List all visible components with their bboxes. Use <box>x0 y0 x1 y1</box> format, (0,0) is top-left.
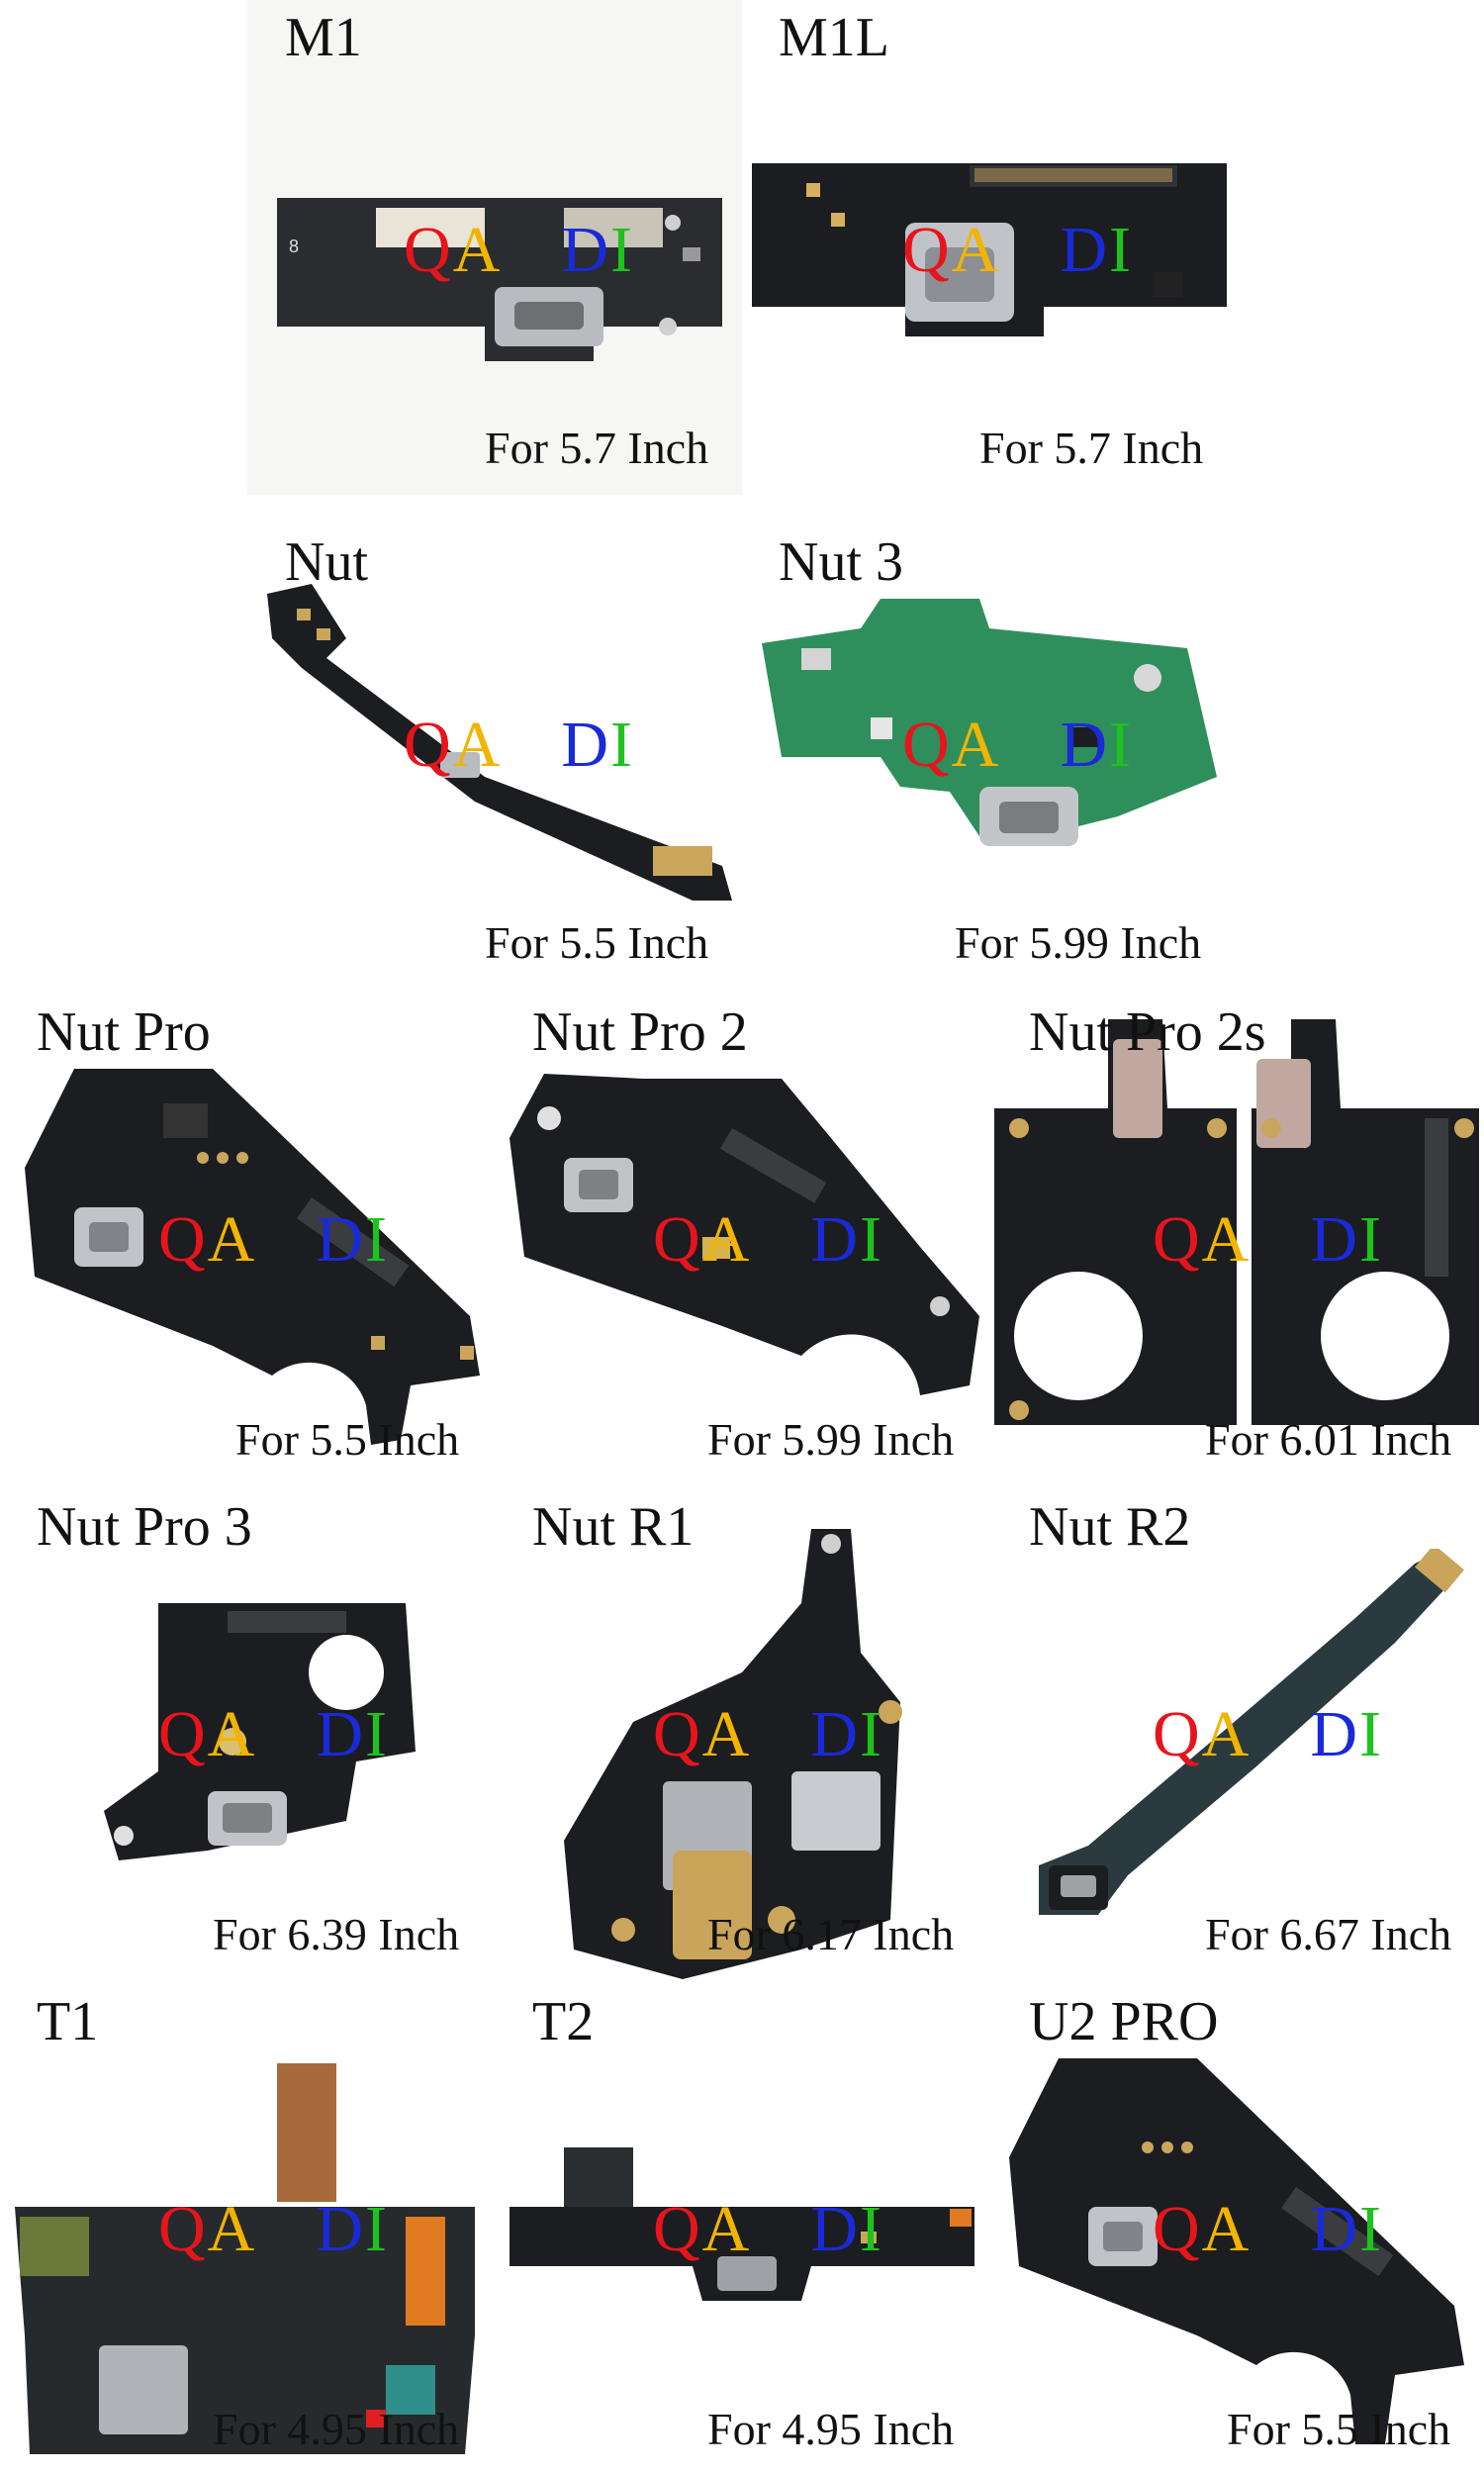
size-label-nut-pro-2: For 5.99 Inch <box>707 1414 955 1465</box>
model-label-nut-pro-2: Nut Pro 2 <box>532 1001 748 1063</box>
model-label-nut: Nut <box>285 531 368 593</box>
wm-q: Q <box>404 214 453 286</box>
t2-flex-board-image <box>510 2147 974 2301</box>
model-label-m1l: M1L <box>779 7 889 68</box>
model-label-nut-pro: Nut Pro <box>37 1001 211 1063</box>
size-label-m1l: For 5.7 Inch <box>979 423 1204 473</box>
m1-charging-board-image: 8 <box>277 198 722 361</box>
size-label-nut-pro-2s: For 6.01 Inch <box>1205 1414 1452 1465</box>
nut-pro-charging-board-image <box>25 1069 480 1445</box>
u2-pro-charging-board-image <box>1009 2058 1464 2444</box>
size-label-m1: For 5.7 Inch <box>485 423 709 473</box>
wm-a: A <box>452 214 503 286</box>
size-label-nut-pro-3: For 6.39 Inch <box>213 1909 460 1959</box>
nut-flex-board-image <box>267 584 732 901</box>
t1-flex-board-image <box>15 2063 475 2454</box>
model-label-u2-pro: U2 PRO <box>1029 1991 1219 2052</box>
nut-r2-flex-cable-image <box>1039 1549 1464 1915</box>
nut-pro-3-charging-board-image <box>104 1603 416 1860</box>
model-label-nut-pro-3: Nut Pro 3 <box>37 1496 252 1558</box>
model-label-nut-pro-2s: Nut Pro 2s <box>1029 1001 1266 1063</box>
wm-d: D <box>561 214 611 286</box>
size-label-nut-r1: For 6.17 Inch <box>707 1909 955 1959</box>
size-label-nut: For 5.5 Inch <box>485 917 709 968</box>
model-label-nut-r2: Nut R2 <box>1029 1496 1191 1558</box>
model-label-m1: M1 <box>285 7 362 68</box>
wm-i: I <box>610 214 634 286</box>
size-label-nut-r2: For 6.67 Inch <box>1205 1909 1452 1959</box>
size-label-t2: For 4.95 Inch <box>707 2404 955 2454</box>
size-label-nut-pro: For 5.5 Inch <box>235 1414 460 1465</box>
m1l-charging-board-image <box>752 163 1227 336</box>
size-label-nut-3: For 5.99 Inch <box>955 917 1202 968</box>
nut-pro-2-charging-board-image <box>510 1074 979 1395</box>
size-label-t1: For 4.95 Inch <box>213 2404 460 2454</box>
size-label-u2-pro: For 5.5 Inch <box>1227 2404 1451 2454</box>
model-label-t2: T2 <box>532 1991 595 2052</box>
nut-r1-charging-board-image <box>564 1529 902 1979</box>
model-label-nut-3: Nut 3 <box>779 531 903 593</box>
nut-3-green-board-image <box>762 599 1217 846</box>
model-label-nut-r1: Nut R1 <box>532 1496 695 1558</box>
svg-text:8: 8 <box>289 237 299 256</box>
nut-pro-2s-charging-boards-image <box>994 1019 1479 1425</box>
model-label-t1: T1 <box>37 1991 99 2052</box>
